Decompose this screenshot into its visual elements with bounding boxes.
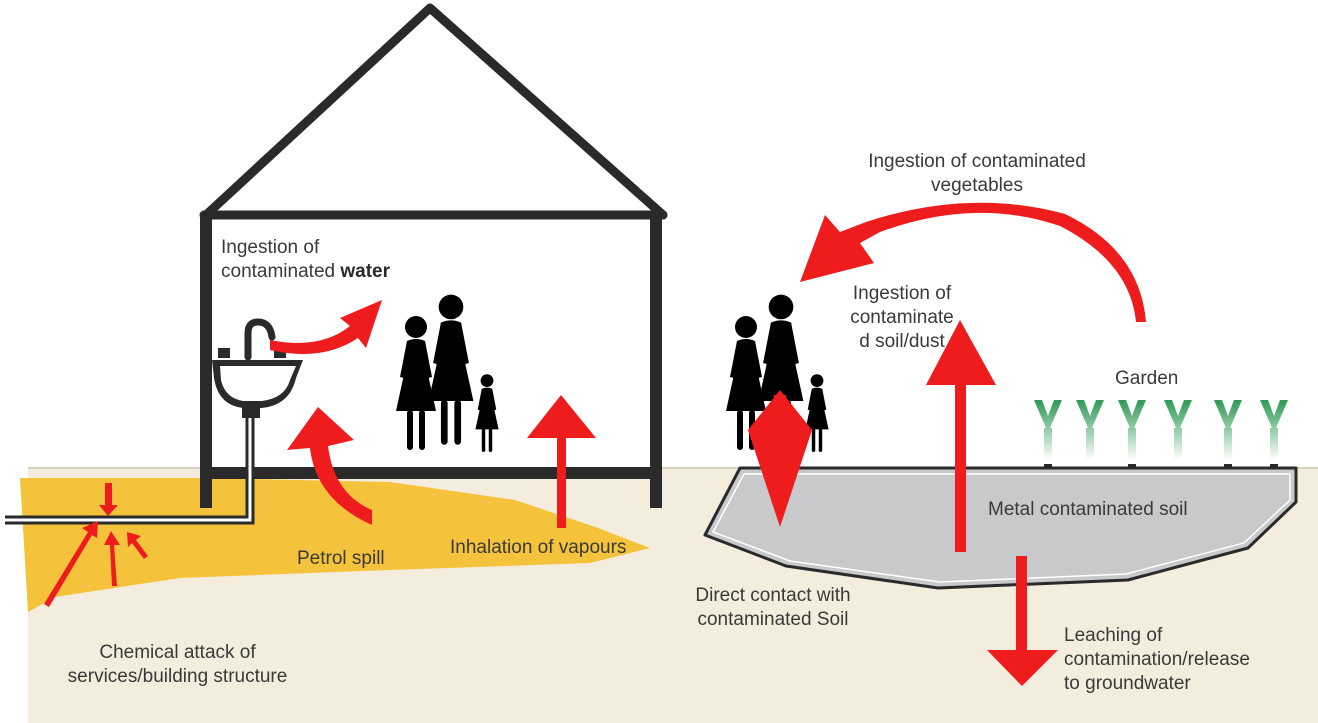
house-roof: [201, 3, 668, 220]
label-line-bold: water: [340, 261, 390, 282]
label-line: to groundwater: [1064, 673, 1191, 694]
arrow-inhalation: [527, 395, 596, 528]
adult-man: [428, 294, 474, 445]
adult-woman: [396, 316, 436, 450]
arrow-chemical-4: [127, 532, 148, 559]
label-direct-contact: Direct contact with contaminated Soil: [668, 584, 878, 632]
arrow-soil-dust: [926, 320, 996, 552]
metal-contaminated-soil: [703, 466, 1298, 590]
label-petrol-spill: Petrol spill: [297, 548, 385, 569]
label-line: Ingestion of: [852, 283, 952, 304]
label-line: services/building structure: [67, 666, 288, 687]
label-inhalation-vapours: Inhalation of vapours: [450, 537, 627, 558]
label-metal-contaminated-soil: Metal contaminated soil: [988, 499, 1188, 520]
arrow-leaching: [987, 556, 1058, 686]
house: [199, 3, 668, 508]
label-line: Ingestion of: [221, 237, 320, 258]
label-ingestion-water: Ingestion of contaminated water: [221, 236, 390, 284]
garden-plants: [1034, 400, 1288, 469]
label-line: contaminated water: [221, 260, 390, 284]
arrow-chemical-3: [104, 531, 120, 586]
arrows: [44, 202, 1146, 686]
arrow-vegetables: [800, 202, 1146, 322]
label-line-part: contaminated: [221, 261, 336, 282]
label-line: Chemical attack of: [99, 642, 256, 663]
petrol-spill: [20, 478, 650, 612]
arrow-chemical-2: [44, 521, 98, 607]
label-ingestion-soil-dust: Ingestion of contaminate d soil/dust: [822, 282, 982, 354]
label-line: Ingestion of contaminated: [868, 151, 1086, 172]
label-line: contaminate: [850, 307, 954, 328]
label-line: contamination/release: [1064, 649, 1250, 670]
arrow-direct-contact: [748, 390, 812, 527]
label-ingestion-vegetables: Ingestion of contaminated vegetables: [832, 150, 1122, 198]
family-in-house: [396, 294, 499, 452]
label-garden: Garden: [1115, 368, 1179, 389]
label-line: vegetables: [931, 175, 1023, 196]
label-line: Direct contact with: [695, 585, 851, 606]
arrow-chemical-1: [99, 483, 118, 516]
label-line: Leaching of: [1064, 625, 1163, 646]
child: [805, 374, 829, 452]
label-line: contaminated Soil: [697, 609, 849, 630]
arrow-water: [270, 300, 382, 354]
label-chemical-attack: Chemical attack of services/building str…: [40, 641, 315, 689]
child: [475, 374, 499, 452]
label-line: d soil/dust: [859, 331, 945, 352]
label-leaching: Leaching of contamination/release to gro…: [1064, 624, 1250, 696]
sink: [212, 318, 303, 418]
arrow-petrol-spill: [287, 407, 372, 525]
